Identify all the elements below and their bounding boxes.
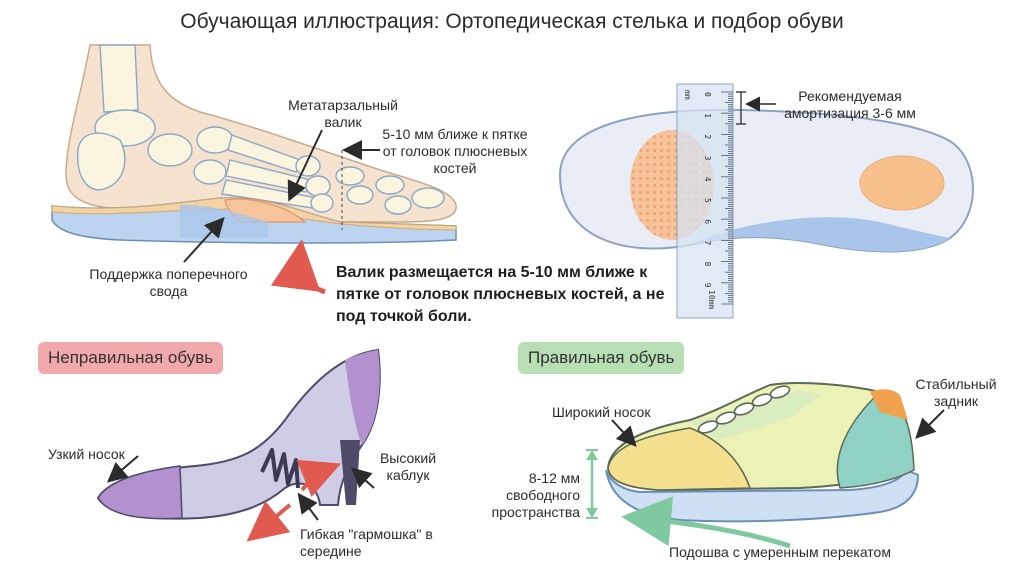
flex-pointer xyxy=(297,492,319,521)
stable-heel-label: Стабильный задник xyxy=(915,376,997,409)
heel-stiletto xyxy=(340,440,360,505)
insole-heel-cup xyxy=(859,155,945,211)
ruler-tick-label: 9 xyxy=(703,283,712,288)
stable-heel-pointer xyxy=(915,409,945,439)
narrow-toe-label: Узкий носок xyxy=(48,446,125,462)
page-title: Обучающая иллюстрация: Ортопедическая ст… xyxy=(180,10,844,33)
narrow-toe-pointer xyxy=(106,455,139,483)
distance-label: 5-10 мм ближе к пятке от головок плюснев… xyxy=(382,126,528,176)
heel-shoe-counter xyxy=(345,350,380,445)
foot-illustration xyxy=(51,44,457,295)
sneaker-laces xyxy=(697,385,791,434)
flex-middle-label: Гибкая "гармошка" в середине xyxy=(300,526,433,559)
rocker-sole-label: Подошва с умеренным перекатом xyxy=(669,544,891,560)
heel-shoe-toe xyxy=(97,465,183,520)
flex-red-arrow-2 xyxy=(296,459,342,497)
cushion-label: Рекомендуемая амортизация 3-6 мм xyxy=(784,88,916,121)
ruler-tick-label: 1 xyxy=(703,113,712,118)
arch-label: Поддержка поперечного свода xyxy=(89,266,248,299)
sneaker-shoe xyxy=(586,381,945,549)
rocker-green-arrow xyxy=(621,496,791,549)
ruler-tick-label: 2 xyxy=(703,134,712,139)
pad-pointer xyxy=(287,129,323,202)
arch-pointer xyxy=(183,217,225,263)
ruler-end-label: 10mm xyxy=(707,290,716,310)
wide-toe-pointer xyxy=(611,419,637,447)
ruler-unit: mm xyxy=(683,90,692,100)
ruler-tick-label: 0 xyxy=(703,92,712,97)
ruler-tick-label: 4 xyxy=(703,177,712,182)
note-red-arrow xyxy=(270,239,326,295)
toe-space-label: 8-12 мм свободного пространства xyxy=(491,470,580,520)
wide-toe-label: Широкий носок xyxy=(552,404,651,420)
foot-bones xyxy=(77,44,445,215)
good-shoe-badge: Правильная обувь xyxy=(518,342,685,374)
ruler-tick-label: 5 xyxy=(703,198,712,203)
insole-arch-zone xyxy=(690,217,950,252)
ruler xyxy=(676,83,734,319)
high-heel-label: Высокий каблук xyxy=(379,450,437,483)
bad-shoe-badge: Неправильная обувь xyxy=(38,342,224,374)
ruler-tick-label: 6 xyxy=(703,219,712,224)
flex-red-arrow-1 xyxy=(246,500,292,542)
pad-label: Метатарзальный валик xyxy=(288,97,398,130)
placement-note: Валик размещается на 5-10 мм ближе к пят… xyxy=(336,264,665,325)
sneaker-lace-panel xyxy=(690,390,820,440)
insole-top-view: 0 1 2 3 4 5 6 7 8 9 xyxy=(558,83,974,319)
ruler-tick-label: 8 xyxy=(703,262,712,267)
high-heel-shoe xyxy=(96,348,381,542)
ruler-ticks: 0 1 2 3 4 5 6 7 8 9 xyxy=(703,91,733,305)
ruler-tick-label: 7 xyxy=(703,240,712,245)
sneaker-collar xyxy=(870,389,908,420)
ruler-tick-label: 3 xyxy=(703,156,712,161)
high-heel-pointer xyxy=(351,467,375,489)
heel-accordion xyxy=(260,448,300,489)
